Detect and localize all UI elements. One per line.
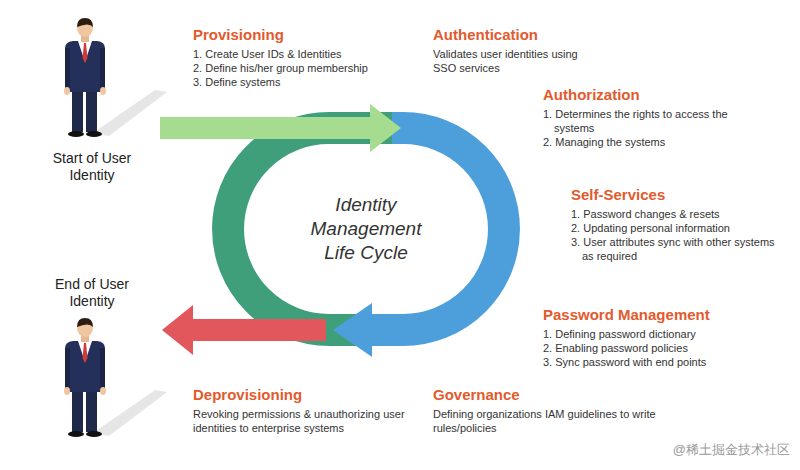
- stage-detail: 1. Determines the rights to access the s…: [543, 107, 748, 135]
- person-figure: [64, 318, 167, 437]
- stage-detail: 3. User attributes sync with other syste…: [571, 235, 781, 263]
- stage-detail: 3. Sync password with end points: [543, 355, 773, 369]
- text-group: AuthenticationValidates user identities …: [433, 26, 593, 75]
- stage-heading: Self-Services: [571, 186, 781, 204]
- text-group: Provisioning 1. Create User IDs & Identit…: [193, 26, 428, 89]
- diagram-title: Identity Management Life Cycle: [301, 193, 431, 265]
- text-group: DeprovisioningRevoking permissions & una…: [193, 386, 415, 435]
- stage-detail: 3. Define systems: [193, 75, 428, 89]
- text-group: @稀土掘金技术社区: [630, 442, 790, 458]
- stage-detail: 2. Enabling password policies: [543, 341, 773, 355]
- exit-arrow: [192, 319, 326, 341]
- stage-detail: 2. Updating personal information: [571, 221, 781, 235]
- text-group: Start of User Identity: [32, 150, 152, 184]
- stage-detail: 1. Defining password dictionary: [543, 327, 773, 341]
- stage-heading: Governance: [433, 386, 668, 404]
- stage-detail: Validates user identities using SSO serv…: [433, 47, 593, 75]
- entry-arrow: [160, 117, 372, 139]
- stage-detail: Revoking permissions & unauthorizing use…: [193, 407, 415, 435]
- stage-heading: Password Management: [543, 306, 773, 324]
- stage-heading: Authentication: [433, 26, 593, 44]
- arrow-head: [333, 303, 372, 357]
- text-group: Password Management 1. Defining password …: [543, 306, 773, 369]
- text-group: Self-Services 1. Password changes & reset…: [571, 186, 781, 263]
- stage-detail: Defining organizations IAM guidelines to…: [433, 407, 668, 435]
- stage-heading: Authorization: [543, 86, 748, 104]
- text-group: End of User Identity: [32, 276, 152, 310]
- stage-detail: 2. Managing the systems: [543, 135, 748, 149]
- stage-heading: Provisioning: [193, 26, 428, 44]
- identity-label: Start of User Identity: [32, 150, 152, 184]
- person-figure: [64, 18, 167, 137]
- text-group: GovernanceDefining organizations IAM gui…: [433, 386, 668, 435]
- stage-heading: Deprovisioning: [193, 386, 415, 404]
- identity-label: End of User Identity: [32, 276, 152, 310]
- stage-detail: 1. Create User IDs & Identities: [193, 47, 428, 61]
- text-group: Authorization 1. Determines the rights to…: [543, 86, 748, 149]
- stage-detail: 2. Define his/her group membership: [193, 61, 428, 75]
- stage-detail: 1. Password changes & resets: [571, 207, 781, 221]
- arrow-head: [370, 104, 401, 152]
- arrow-head: [162, 305, 193, 355]
- watermark: @稀土掘金技术社区: [630, 442, 790, 458]
